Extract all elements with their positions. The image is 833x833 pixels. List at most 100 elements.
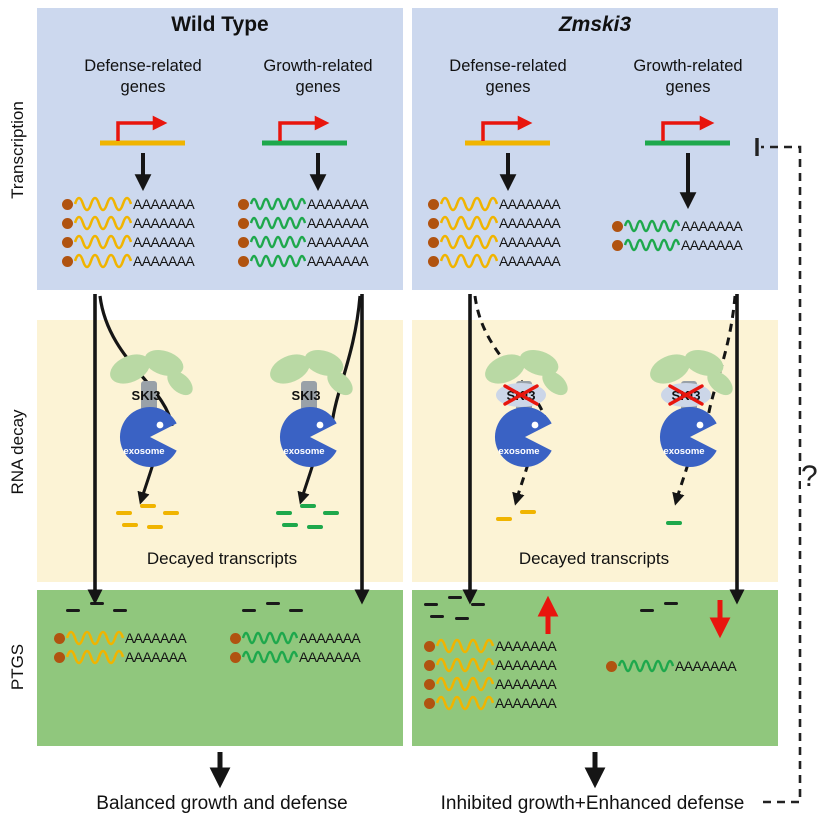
- exosome-pacman-body: [279, 407, 337, 467]
- rna-fragment: [307, 525, 323, 529]
- panel-mutant-ptgs: [412, 590, 778, 746]
- rna-fragment: [520, 510, 536, 514]
- question-mark-label: ?: [801, 460, 818, 493]
- mrna-cap-icon: [62, 236, 73, 248]
- mrna-cap-icon: [238, 217, 249, 229]
- rna-fragment: [640, 609, 654, 612]
- rna-fragment: [90, 602, 104, 605]
- mrna-cap-icon: [606, 660, 617, 672]
- rna-fragment: [140, 504, 156, 508]
- mrna-stack-wt-ptgs-defense: AAAAAAA AAAAAAA: [54, 630, 187, 665]
- seedling-icon: [650, 350, 733, 396]
- rna-fragment: [471, 603, 485, 606]
- poly-a-tail: AAAAAAA: [133, 253, 195, 269]
- mrna-wave: [74, 215, 132, 231]
- mrna-wave: [624, 238, 680, 252]
- mrna-molecule: AAAAAAA: [424, 657, 557, 673]
- poly-a-tail: AAAAAAA: [307, 253, 369, 269]
- outcome-wt: Balanced growth and defense: [96, 793, 348, 814]
- rna-fragment: [122, 523, 138, 527]
- mrna-molecule: AAAAAAA: [62, 196, 195, 212]
- mrna-molecule: AAAAAAA: [428, 234, 561, 250]
- decayed-transcripts-label-wt: Decayed transcripts: [146, 549, 298, 568]
- poly-a-tail: AAAAAAA: [299, 649, 361, 665]
- rna-fragment: [282, 523, 298, 527]
- exosome-eye: [316, 421, 324, 429]
- mrna-molecule: AAAAAAA: [230, 630, 361, 646]
- poly-a-tail: AAAAAAA: [495, 657, 557, 673]
- poly-a-tail: AAAAAAA: [495, 695, 557, 711]
- sirna-mutant-growth: [640, 600, 710, 630]
- poly-a-tail: AAAAAAA: [133, 215, 195, 231]
- mrna-molecule: AAAAAAA: [428, 253, 561, 269]
- mrna-cap-icon: [424, 678, 435, 690]
- mrna-cap-icon: [62, 255, 73, 267]
- mrna-stack-mutant-ptgs-growth: AAAAAAA: [606, 658, 737, 674]
- mrna-wave: [250, 197, 306, 211]
- mutant-growth-genes-label: Growth-related genes: [633, 57, 743, 96]
- mrna-molecule: AAAAAAA: [424, 695, 557, 711]
- rna-fragment: [430, 615, 444, 618]
- rna-fragment: [666, 521, 682, 525]
- mrna-wave: [242, 631, 298, 645]
- mrna-cap-icon: [62, 217, 73, 229]
- ski-complex-stalk: [301, 381, 317, 415]
- red-cross-icon: [503, 384, 539, 406]
- sirna-wt-growth: [242, 600, 312, 630]
- poly-a-tail: AAAAAAA: [307, 196, 369, 212]
- poly-a-tail: AAAAAAA: [681, 218, 743, 234]
- poly-a-tail: AAAAAAA: [499, 234, 561, 250]
- mrna-molecule: AAAAAAA: [62, 215, 195, 231]
- mrna-molecule: AAAAAAA: [606, 658, 737, 674]
- poly-a-tail: AAAAAAA: [495, 638, 557, 654]
- poly-a-tail: AAAAAAA: [125, 649, 187, 665]
- mrna-molecule: AAAAAAA: [428, 215, 561, 231]
- mrna-molecule: AAAAAAA: [62, 234, 195, 250]
- mrna-cap-icon: [424, 659, 435, 671]
- mrna-cap-icon: [238, 198, 249, 210]
- poly-a-tail: AAAAAAA: [133, 196, 195, 212]
- poly-a-tail: AAAAAAA: [133, 234, 195, 250]
- poly-a-tail: AAAAAAA: [499, 253, 561, 269]
- mrna-wave: [440, 196, 498, 212]
- mrna-molecule: AAAAAAA: [230, 649, 361, 665]
- mrna-wave: [624, 219, 680, 233]
- rna-fragment: [300, 504, 316, 508]
- poly-a-tail: AAAAAAA: [299, 630, 361, 646]
- poly-a-tail: AAAAAAA: [125, 630, 187, 646]
- rna-fragment: [496, 517, 512, 521]
- mrna-molecule: AAAAAAA: [238, 196, 369, 212]
- rna-fragment: [163, 511, 179, 515]
- mrna-wave: [436, 695, 494, 711]
- mrna-wave: [74, 196, 132, 212]
- mrna-stack-wt-tx-defense: AAAAAAA AAAAAAA AAAAAAA AAAAAAA: [62, 196, 195, 269]
- outcome-arrows: [209, 752, 606, 789]
- mrna-cap-icon: [424, 640, 435, 652]
- mrna-molecule: AAAAAAA: [54, 649, 187, 665]
- rna-fragment: [455, 617, 469, 620]
- rna-fragment: [242, 609, 256, 612]
- mrna-cap-icon: [62, 198, 73, 210]
- mrna-wave: [618, 659, 674, 673]
- exosome-eye: [531, 421, 539, 429]
- mrna-molecule: AAAAAAA: [238, 253, 369, 269]
- mrna-cap-icon: [428, 236, 439, 248]
- mrna-cap-icon: [238, 236, 249, 248]
- mrna-wave: [66, 630, 124, 646]
- sirna-wt-defense: [66, 600, 136, 630]
- rna-fragment: [289, 609, 303, 612]
- poly-a-tail: AAAAAAA: [499, 196, 561, 212]
- sirna-mutant-defense: [424, 594, 504, 634]
- mrna-wave: [436, 638, 494, 654]
- exosome-eye: [696, 421, 704, 429]
- mrna-wave: [74, 234, 132, 250]
- rna-fragment: [266, 602, 280, 605]
- mrna-wave: [250, 254, 306, 268]
- poly-a-tail: AAAAAAA: [681, 237, 743, 253]
- mrna-cap-icon: [238, 255, 249, 267]
